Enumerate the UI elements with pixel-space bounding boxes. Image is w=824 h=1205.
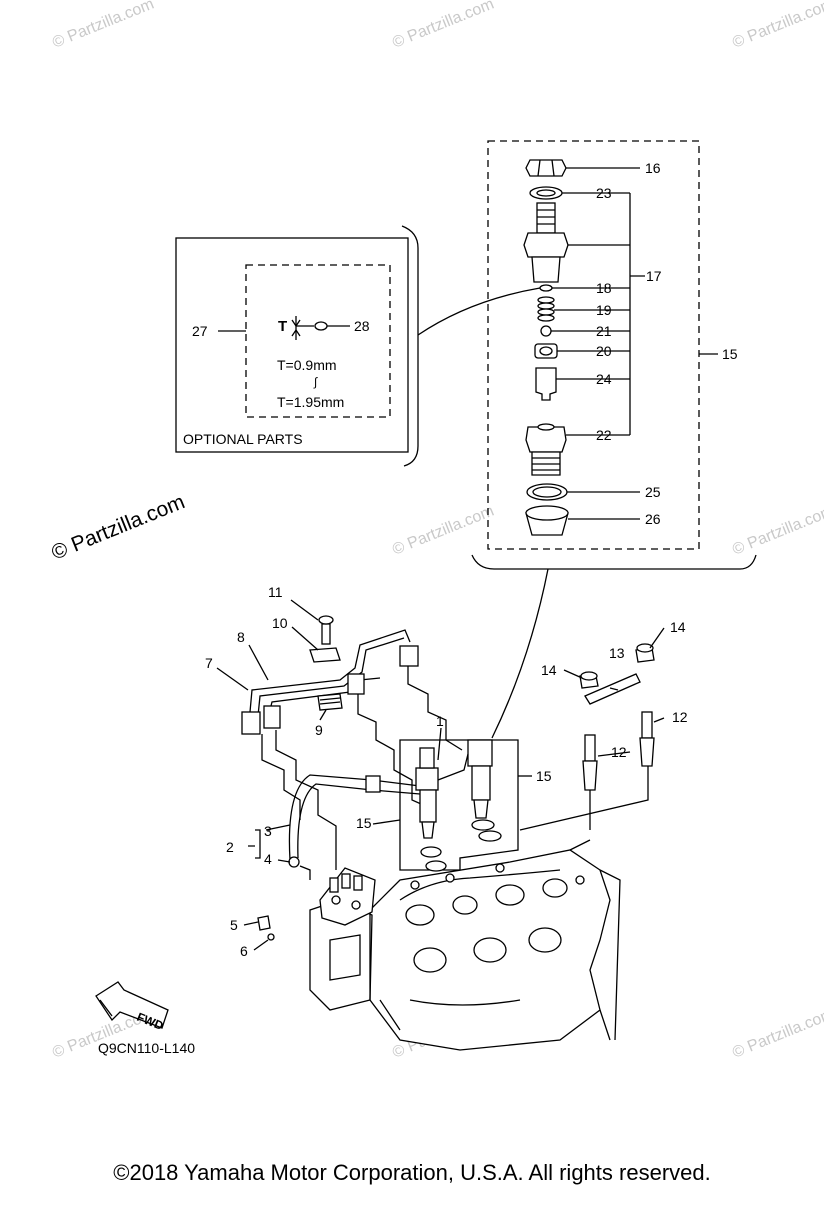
thickness-min: T=0.9mm [277, 357, 337, 373]
watermark: © Partzilla.com [730, 0, 824, 52]
callout: 20 [596, 343, 612, 359]
copyright-notice: ©2018 Yamaha Motor Corporation, U.S.A. A… [113, 1160, 711, 1185]
callout: 14 [670, 619, 686, 635]
callout: 28 [354, 318, 370, 334]
callout: 24 [596, 371, 612, 387]
fwd-arrow-icon: FWD [95, 981, 169, 1033]
optional-inner-frame [245, 264, 391, 418]
callout: 26 [645, 511, 661, 527]
callout: 13 [609, 645, 625, 661]
watermark: © Partzilla.com [730, 1006, 824, 1062]
injector-left [415, 767, 439, 791]
injector-group-frame [487, 140, 700, 550]
callout: 27 [192, 323, 208, 339]
optional-frame [175, 237, 409, 453]
spring-19 [537, 296, 555, 322]
injector-exploded-view [471, 140, 757, 570]
callout: 16 [645, 160, 661, 176]
callout: 15 [536, 768, 552, 784]
nozzle-holder-hex [523, 232, 569, 258]
callout-lines [216, 599, 665, 951]
callout: 6 [240, 943, 248, 959]
thickness-range: ∫ [313, 375, 318, 389]
callout: 22 [596, 427, 612, 443]
optional-parts-box: T T=0.9mm ∫ T=1.95mm OPTIONAL PARTS [175, 225, 541, 467]
pipe-nut [241, 711, 261, 735]
callout: 11 [268, 584, 283, 600]
nozzle-holder-body [531, 256, 561, 283]
callout: 14 [541, 662, 557, 678]
main-assembly: FWD Q9CN110-L140 [95, 568, 665, 1056]
watermark: © Partzilla.com [390, 503, 496, 559]
callout: 9 [315, 722, 323, 738]
watermark: © Partzilla.com [50, 0, 156, 52]
callout: 21 [596, 323, 612, 339]
injection-pump [319, 867, 376, 926]
glow-plug-left [584, 734, 596, 762]
rod-21 [540, 325, 552, 337]
shim-18 [539, 284, 553, 292]
diagram-code: Q9CN110-L140 [98, 1040, 195, 1056]
nozzle-24 [535, 367, 557, 401]
callout: 12 [611, 744, 627, 760]
watermark-main: © Partzilla.com [48, 490, 188, 564]
callout: 10 [272, 615, 288, 631]
thickness-max: T=1.95mm [277, 394, 344, 410]
nozzle-holder-top [536, 202, 556, 234]
callout: 17 [646, 268, 662, 284]
leak-off-hose [257, 774, 421, 941]
shim-28 [314, 321, 328, 331]
callout-numbers: 1 2 3 4 5 6 7 8 9 10 11 12 12 13 14 14 1… [192, 160, 738, 959]
watermark: © Partzilla.com [390, 0, 496, 52]
callout: 4 [264, 851, 272, 867]
callout: 18 [596, 280, 612, 296]
glow-plug-right [641, 711, 653, 739]
thickness-symbol: T [278, 318, 287, 335]
bolt-11 [321, 623, 331, 645]
watermark: © Partzilla.com [730, 503, 824, 559]
callout: 7 [205, 655, 213, 671]
callout: 5 [230, 917, 238, 933]
callout: 15 [722, 346, 738, 362]
callout: 8 [237, 629, 245, 645]
callout: 23 [596, 185, 612, 201]
callout: 3 [264, 823, 272, 839]
clamp-10 [309, 647, 341, 663]
optional-title: OPTIONAL PARTS [183, 431, 303, 447]
nut-16 [525, 159, 567, 177]
callout: 15 [356, 815, 372, 831]
injectors [399, 739, 519, 872]
callout: 12 [672, 709, 688, 725]
retaining-nut-22 [525, 426, 567, 453]
callout: 25 [645, 484, 661, 500]
group-bracket [471, 554, 757, 570]
callout: 1 [436, 713, 444, 729]
cylinder-head [309, 839, 621, 1051]
injector-right [467, 739, 493, 767]
callout: 2 [226, 839, 234, 855]
callout: 19 [596, 302, 612, 318]
